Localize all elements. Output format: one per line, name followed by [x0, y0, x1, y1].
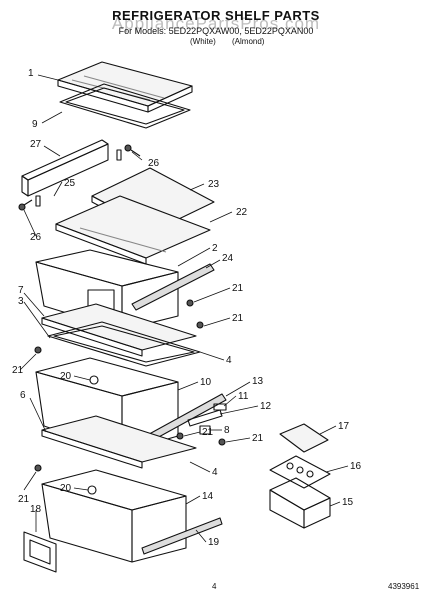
callout-25: 25	[64, 178, 76, 189]
part-21-screw-d	[176, 432, 184, 440]
part-17-lid	[279, 423, 329, 453]
callout-26: 26	[148, 158, 160, 169]
callout-7: 7	[18, 285, 24, 296]
part-1-glass-shelf	[57, 61, 193, 113]
callout-23: 23	[208, 179, 220, 190]
callout-21: 21	[202, 427, 214, 438]
callout-10: 10	[200, 377, 212, 388]
part-16-egg-tray	[269, 455, 331, 489]
callout-21: 21	[252, 433, 264, 444]
callout-26: 26	[30, 232, 42, 243]
part-21-screw-b	[196, 321, 204, 329]
callout-13: 13	[252, 376, 264, 387]
part-18-card	[23, 531, 57, 573]
part-7-cover	[41, 303, 197, 357]
callout-21: 21	[232, 283, 244, 294]
part-9-shelf-frame	[59, 83, 191, 129]
callout-1: 1	[28, 68, 34, 79]
callout-21: 21	[12, 365, 24, 376]
page-title: REFRIGERATOR SHELF PARTS	[112, 8, 320, 23]
part-15-bin	[269, 477, 331, 529]
color-almond-label: (Almond)	[232, 37, 265, 46]
page-number: 4	[212, 582, 217, 591]
callout-6: 6	[20, 390, 26, 401]
callout-21: 21	[18, 494, 30, 505]
callout-9: 9	[32, 119, 38, 130]
callout-19: 19	[208, 537, 220, 548]
part-27-rail	[21, 139, 109, 197]
callout-3: 3	[18, 296, 24, 307]
part-21-screw-e	[218, 438, 226, 446]
callout-21: 21	[232, 313, 244, 324]
part-21-screw-a	[186, 299, 194, 307]
part-24-rod	[131, 263, 215, 311]
callout-15: 15	[342, 497, 354, 508]
callout-8: 8	[224, 425, 230, 436]
part-21-screw-f	[34, 464, 42, 472]
document-number: 4393961	[388, 582, 420, 591]
callout-18: 18	[30, 504, 42, 515]
part-12-slide	[187, 409, 223, 427]
callout-11: 11	[238, 391, 249, 402]
callout-14: 14	[202, 491, 214, 502]
callout-4: 4	[212, 467, 218, 478]
part-19-rod	[141, 517, 223, 555]
callout-17: 17	[338, 421, 350, 432]
part-25-clips	[35, 149, 122, 207]
part-20-roller-upper	[89, 375, 99, 385]
watermark: AppliancePartsPros.com	[111, 14, 321, 33]
callout-20: 20	[60, 371, 72, 382]
part-26-screw-left	[18, 199, 33, 211]
callout-20: 20	[60, 483, 72, 494]
callout-2: 2	[212, 243, 218, 254]
part-20-roller-lower	[87, 485, 97, 495]
callout-27: 27	[30, 139, 42, 150]
callout-16: 16	[350, 461, 362, 472]
model-line: For Models: 5ED22PQXAW00, 5ED22PQXAN00	[118, 26, 314, 36]
part-26-screw-top	[124, 144, 141, 157]
callout-22: 22	[236, 207, 248, 218]
part-14-drawer	[41, 469, 187, 563]
callout-24: 24	[222, 253, 234, 264]
callout-4: 4	[226, 355, 232, 366]
part-6-cover	[41, 415, 197, 469]
color-white-label: (White)	[190, 37, 216, 46]
callout-12: 12	[260, 401, 272, 412]
part-21-screw-c	[34, 346, 42, 354]
